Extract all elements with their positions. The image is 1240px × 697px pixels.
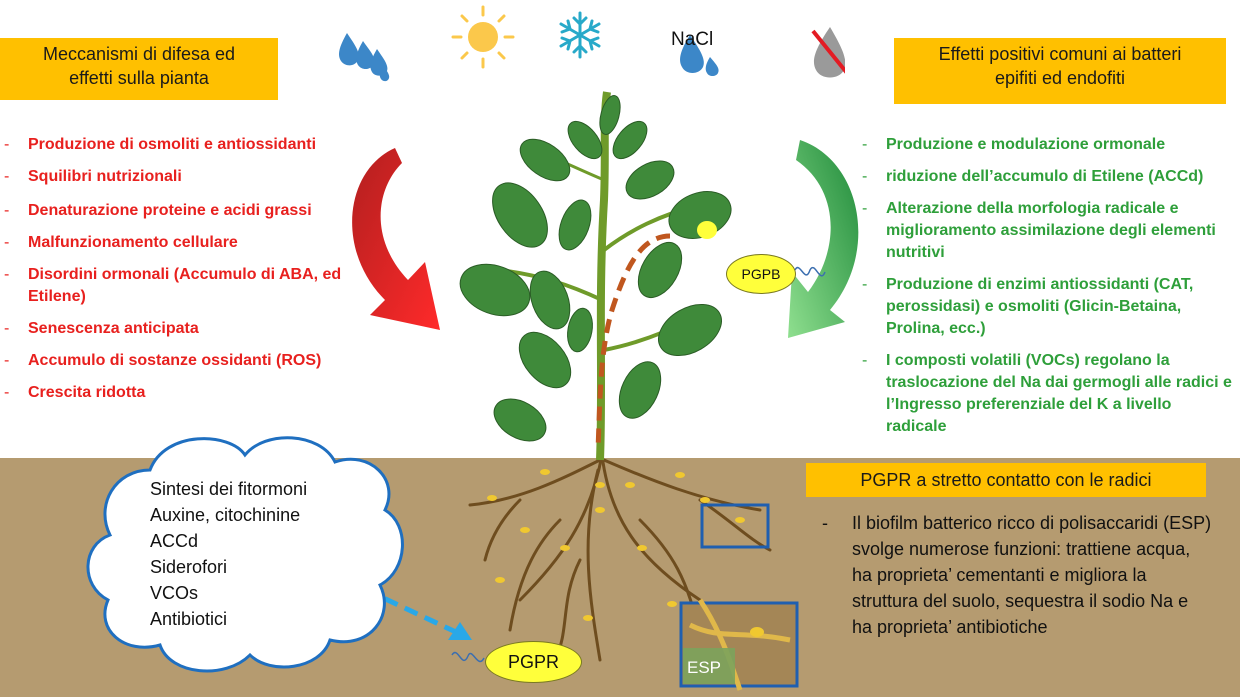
root-bacteria bbox=[487, 469, 745, 621]
right-header-line2: epifiti ed endofiti bbox=[994, 68, 1126, 88]
esp-bullet: - bbox=[822, 513, 828, 533]
nacl-label: NaCl bbox=[671, 29, 713, 50]
cloud-shape bbox=[86, 436, 404, 673]
roots-icon bbox=[468, 453, 772, 662]
left-header-line1: Meccanismi di difesa ed bbox=[42, 44, 236, 64]
cloud-list: Sintesi dei fitormoni Auxine, citochinin… bbox=[150, 476, 370, 632]
water-drops-icon bbox=[339, 33, 390, 82]
cloud-item: ACCd bbox=[150, 531, 199, 551]
list-item: Denaturazione proteine e acidi grassi bbox=[0, 200, 370, 222]
leaves bbox=[459, 95, 732, 442]
snowflake-icon bbox=[559, 11, 601, 59]
cloud-item: Antibiotici bbox=[150, 609, 228, 629]
right-effects-list: Produzione e modulazione ormonale riduzi… bbox=[858, 134, 1233, 438]
green-curved-arrow bbox=[788, 140, 859, 338]
list-item: Crescita ridotta bbox=[0, 382, 370, 404]
no-water-icon bbox=[811, 27, 845, 78]
right-header-line1: Effetti positivi comuni ai batteri bbox=[938, 44, 1182, 64]
cloud-item: Siderofori bbox=[150, 557, 228, 577]
list-item: Squilibri nutrizionali bbox=[0, 166, 370, 188]
list-item: Malfunzionamento cellulare bbox=[0, 232, 370, 254]
cloud-item: VCOs bbox=[150, 583, 199, 603]
esp-label: ESP bbox=[687, 658, 721, 677]
pgpr-header: PGPR a stretto contatto con le radici bbox=[806, 463, 1206, 497]
list-item: Alterazione della morfologia radicale e … bbox=[858, 198, 1233, 264]
endophyte-path bbox=[595, 233, 671, 451]
left-header-line2: effetti sulla pianta bbox=[69, 68, 209, 88]
list-item: Disordini ormonali (Accumulo di ABA, ed … bbox=[0, 264, 370, 308]
blue-arrow-head bbox=[448, 622, 472, 640]
root-highlight-box bbox=[700, 503, 770, 549]
list-item: Senescenza anticipata bbox=[0, 318, 370, 340]
sun-icon bbox=[451, 5, 515, 69]
list-item: riduzione dell’accumulo di Etilene (ACCd… bbox=[858, 166, 1233, 188]
cloud-item: Auxine, citochinine bbox=[150, 505, 301, 525]
list-item: Produzione e modulazione ormonale bbox=[858, 134, 1233, 156]
pgpr-badge: PGPR bbox=[485, 641, 582, 683]
esp-inset: ESP bbox=[679, 598, 799, 691]
left-header: Meccanismi di difesa ed effetti sulla pi… bbox=[0, 38, 278, 100]
right-header: Effetti positivi comuni ai batteri epifi… bbox=[894, 38, 1226, 104]
list-item: Produzione di enzimi antiossidanti (CAT,… bbox=[858, 274, 1233, 340]
salt-drop-icon bbox=[680, 35, 719, 76]
bacterium-on-leaf bbox=[697, 221, 717, 239]
esp-description: Il biofilm batterico ricco di polisaccar… bbox=[852, 513, 1212, 637]
cloud-item: Sintesi dei fitormoni bbox=[150, 479, 308, 499]
stress-icons: NaCl bbox=[339, 5, 845, 82]
list-item: Produzione di osmoliti e antiossidanti bbox=[0, 134, 370, 156]
list-item: Accumulo di sostanze ossidanti (ROS) bbox=[0, 350, 370, 372]
red-curved-arrow bbox=[352, 148, 440, 330]
list-item: I composti volatili (VOCs) regolano la t… bbox=[858, 350, 1233, 438]
pgpb-badge: PGPB bbox=[726, 254, 796, 294]
left-effects-list: Produzione di osmoliti e antiossidanti S… bbox=[0, 134, 370, 404]
